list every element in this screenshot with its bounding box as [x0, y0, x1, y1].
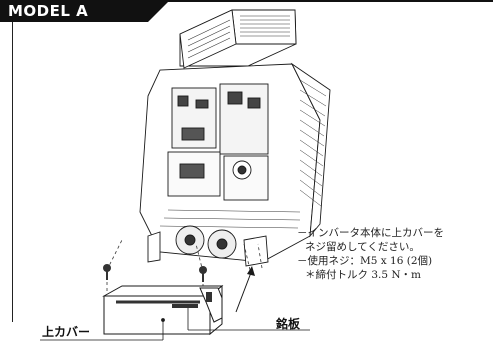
screw-icon [199, 266, 207, 282]
header-tab [0, 0, 170, 22]
instruction-line-1: －インバータ本体に上カバーを [297, 227, 444, 239]
header-rule [150, 0, 493, 2]
top-cover-label: 上カバー [42, 325, 91, 339]
screw-icon [103, 264, 111, 280]
left-margin-rule [12, 22, 13, 322]
top-cover-illustration [102, 284, 224, 336]
leader-lines [40, 308, 310, 341]
instructions: －インバータ本体に上カバーを ネジ留めしてください。 －使用ネジ：M5 x 16… [297, 226, 444, 282]
inverter-unit-illustration [139, 9, 331, 267]
header-bar: MODEL A [0, 0, 493, 22]
nameplate-label: 銘板 [276, 317, 301, 331]
instruction-line-3: －使用ネジ：M5 x 16 (2個) [297, 255, 433, 267]
instruction-line-2: ネジ留めしてください。 [305, 241, 420, 253]
instruction-line-4: ＊締付トルク 3.5 N・m [305, 269, 422, 281]
model-title: MODEL A [8, 2, 89, 20]
assembly-arrow [235, 266, 255, 313]
